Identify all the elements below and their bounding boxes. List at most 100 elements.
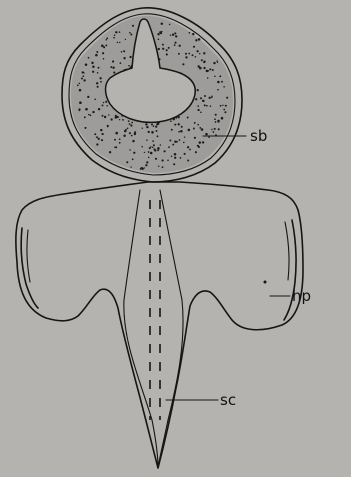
stipple-dot: [198, 146, 200, 148]
stipple-dot: [108, 114, 109, 115]
stipple-dot: [101, 139, 103, 141]
stipple-dot: [207, 77, 209, 79]
capsule-structure: [62, 8, 242, 182]
stipple-dot: [82, 75, 84, 77]
stipple-dot: [128, 65, 130, 67]
stipple-dot: [126, 161, 128, 163]
stipple-dot: [79, 109, 81, 111]
stipple-dot: [202, 100, 205, 103]
stipple-dot: [161, 31, 163, 33]
stipple-dot: [209, 97, 211, 99]
stipple-dot: [158, 48, 160, 50]
stipple-dot: [153, 144, 155, 146]
stipple-dot: [87, 96, 89, 98]
stipple-dot: [142, 128, 143, 129]
stipple-dot: [132, 158, 134, 160]
stipple-dot: [200, 112, 202, 114]
stipple-dot: [197, 89, 199, 91]
stipple-dot: [151, 124, 153, 126]
stipple-dot: [106, 105, 108, 107]
stipple-dot: [91, 62, 93, 64]
stipple-dot: [197, 109, 199, 111]
stipple-dot: [123, 134, 125, 136]
stipple-dot: [157, 135, 159, 137]
stipple-dot: [201, 59, 203, 61]
stipple-dot: [170, 34, 171, 35]
stipple-dot: [98, 108, 100, 110]
stipple-dot: [218, 128, 220, 130]
stipple-dot: [104, 116, 106, 118]
stipple-dot: [130, 124, 132, 126]
stipple-dot: [174, 141, 176, 143]
stipple-dot: [98, 67, 100, 69]
stipple-dot: [161, 159, 163, 161]
stipple-dot: [88, 57, 90, 59]
stipple-dot: [115, 115, 117, 117]
stipple-dot: [171, 129, 173, 131]
stipple-dot: [183, 142, 185, 144]
stipple-dot: [142, 168, 144, 170]
stipple-dot: [213, 62, 215, 64]
stipple-dot: [131, 122, 133, 124]
stipple-dot: [117, 42, 119, 44]
stipple-dot: [148, 131, 150, 133]
stipple-dot: [130, 166, 131, 167]
stipple-dot: [148, 151, 150, 153]
stipple-dot: [130, 34, 132, 36]
stipple-dot: [187, 160, 189, 162]
stipple-dot: [79, 89, 82, 92]
stipple-dot: [151, 131, 154, 134]
stipple-dot: [103, 102, 104, 103]
stipple-dot: [223, 86, 225, 88]
stipple-dot: [150, 146, 152, 148]
stipple-dot: [217, 120, 220, 123]
stipple-dot: [100, 81, 102, 83]
stipple-dot: [114, 146, 116, 148]
label-sc-group: sc: [166, 391, 236, 409]
stipple-dot: [85, 64, 87, 66]
stipple-dot: [225, 105, 227, 107]
stipple-dot: [160, 144, 162, 146]
stipple-dot: [94, 133, 96, 135]
stipple-dot: [129, 123, 131, 125]
stipple-dot: [92, 71, 94, 73]
stipple-dot: [152, 147, 153, 148]
stipple-dot: [217, 89, 219, 91]
stipple-dot: [221, 81, 223, 83]
stipple-dot: [146, 139, 148, 141]
stipple-dot: [189, 32, 191, 34]
stipple-dot: [200, 97, 202, 99]
stipple-dot: [144, 152, 145, 153]
stipple-dot: [195, 39, 197, 41]
stipple-dot: [162, 44, 164, 46]
stipple-dot: [105, 101, 107, 103]
stipple-dot: [157, 33, 159, 35]
stipple-dot: [198, 38, 201, 41]
stipple-dot: [98, 138, 100, 140]
small-dot: [264, 281, 267, 284]
stipple-dot: [132, 140, 134, 142]
plate-left-edge-inner: [27, 230, 30, 282]
stipple-dot: [131, 135, 133, 137]
stipple-dot: [166, 53, 168, 55]
stipple-dot: [219, 75, 221, 77]
stipple-dot: [90, 114, 92, 116]
stipple-dot: [145, 164, 147, 166]
stipple-dot: [197, 124, 199, 126]
stipple-dot: [196, 50, 198, 52]
stipple-dot: [188, 53, 190, 55]
stipple-dot: [195, 98, 197, 100]
stipple-dot: [168, 47, 170, 49]
stipple-dot: [211, 129, 212, 130]
stipple-dot: [184, 136, 185, 137]
stipple-dot: [84, 116, 86, 118]
stipple-dot: [79, 101, 82, 104]
stipple-dot: [194, 122, 196, 124]
stipple-dot: [211, 97, 213, 99]
stipple-dot: [201, 128, 204, 131]
stipple-dot: [127, 128, 129, 130]
stipple-dot: [194, 137, 196, 139]
stipple-dot: [88, 114, 89, 115]
stipple-dot: [132, 25, 134, 27]
